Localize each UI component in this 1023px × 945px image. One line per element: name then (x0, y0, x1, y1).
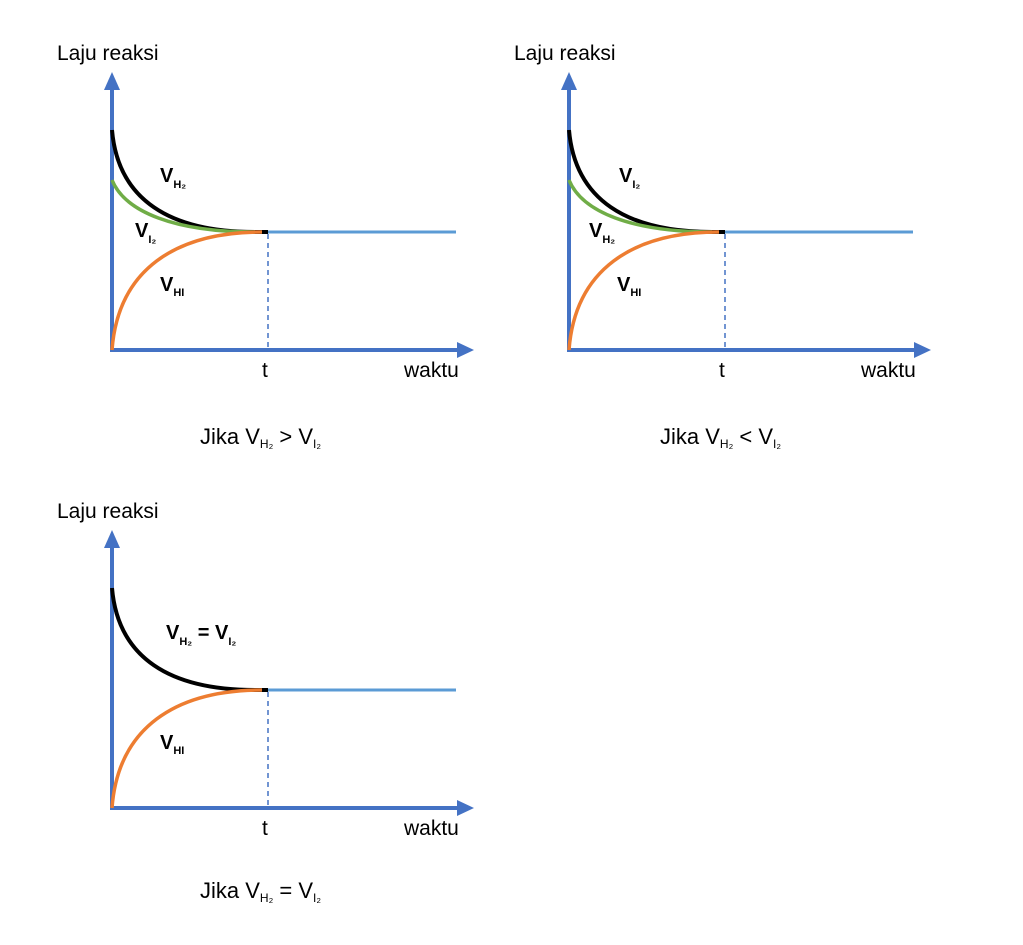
caption-op: < V (733, 424, 773, 449)
label-top: VH₂ (160, 165, 186, 191)
curve-middle (110, 179, 256, 234)
curve-middle (567, 179, 713, 234)
caption-prefix: Jika V (200, 878, 260, 903)
y-axis-arrow-icon (561, 72, 577, 90)
caption: Jika VH₂ < VI₂ (660, 424, 781, 451)
x-axis-label: waktu (403, 359, 459, 382)
graph-2: Laju reaksi t waktu VI₂ VH₂ VHI (514, 42, 931, 382)
label-bottom: VHI (617, 274, 641, 299)
t-label: t (262, 359, 268, 382)
label-top: VI₂ (619, 165, 640, 191)
curve-top (567, 129, 725, 234)
graph-panel-1: Laju reaksi t waktu VH₂ VI₂ VHI Jika VH₂… (0, 0, 500, 460)
y-axis-label: Laju reaksi (57, 42, 159, 65)
t-label: t (262, 817, 268, 840)
label-middle: VH₂ (589, 220, 615, 246)
x-axis-arrow-icon (457, 342, 474, 358)
graph-3: Laju reaksi t waktu VH₂ = VI₂ VHI (57, 500, 474, 840)
caption-sub1: H₂ (719, 437, 734, 451)
label-middle: VI₂ (135, 220, 156, 246)
curve-bottom (567, 230, 720, 351)
caption-sub1: H₂ (259, 891, 274, 905)
caption-op: = V (273, 878, 313, 903)
caption-prefix: Jika V (200, 424, 260, 449)
x-axis-arrow-icon (914, 342, 931, 358)
x-axis-arrow-icon (457, 800, 474, 816)
caption: Jika VH₂ = VI₂ (200, 878, 321, 905)
caption-sub2: I₂ (313, 891, 321, 905)
curve-top (110, 129, 268, 234)
caption-op: > V (273, 424, 313, 449)
label-bottom: VHI (160, 274, 184, 299)
curve-bottom (110, 688, 263, 809)
t-label: t (719, 359, 725, 382)
x-axis-label: waktu (403, 817, 459, 840)
graph-panel-2: Laju reaksi t waktu VI₂ VH₂ VHI Jika VH₂… (457, 0, 957, 460)
label-top: VH₂ = VI₂ (166, 622, 236, 648)
y-axis-arrow-icon (104, 72, 120, 90)
y-axis-label: Laju reaksi (514, 42, 616, 65)
graph-panel-3: Laju reaksi t waktu VH₂ = VI₂ VHI Jika V… (0, 458, 500, 918)
curve-bottom (110, 230, 263, 351)
caption-prefix: Jika V (660, 424, 720, 449)
caption-sub1: H₂ (259, 437, 274, 451)
graph-1: Laju reaksi t waktu VH₂ VI₂ VHI (57, 42, 474, 382)
caption-sub2: I₂ (313, 437, 321, 451)
caption: Jika VH₂ > VI₂ (200, 424, 321, 451)
caption-sub2: I₂ (773, 437, 781, 451)
y-axis-label: Laju reaksi (57, 500, 159, 523)
label-bottom: VHI (160, 732, 184, 757)
x-axis-label: waktu (860, 359, 916, 382)
y-axis-arrow-icon (104, 530, 120, 548)
